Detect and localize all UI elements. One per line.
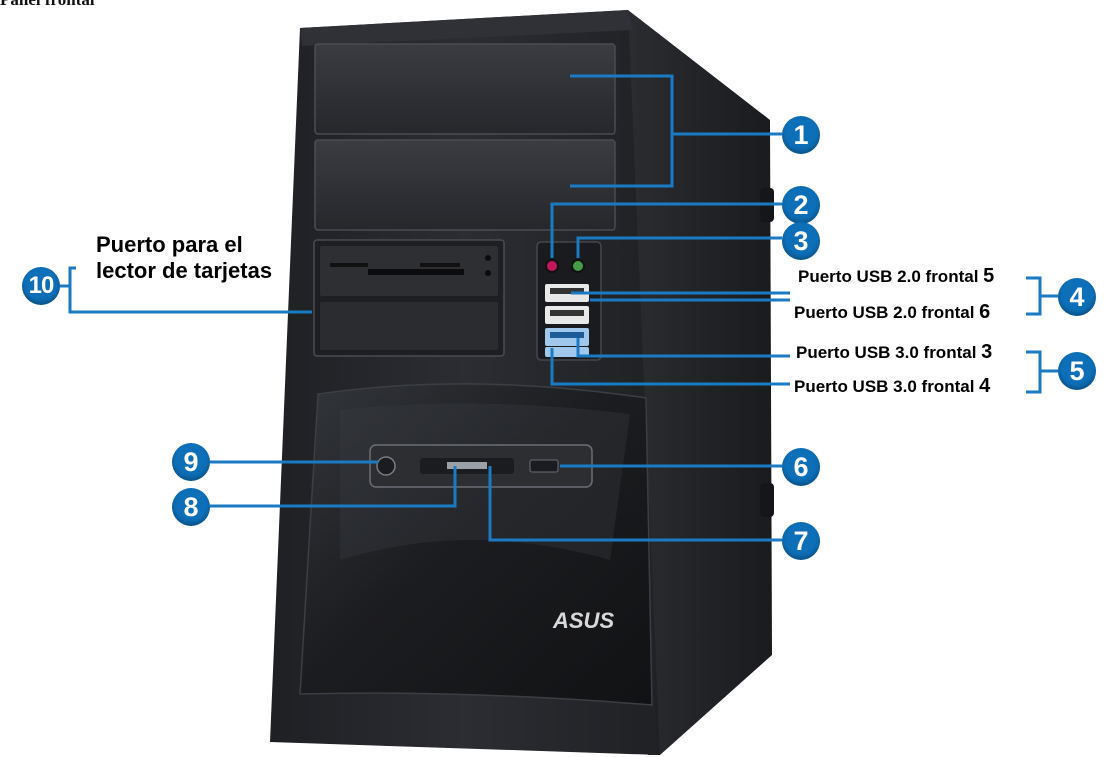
leader-10-top: [70, 268, 76, 286]
callout-9: 9: [172, 443, 210, 481]
usb-label-1: Puerto USB 2.0 frontal 5: [798, 266, 994, 287]
usb-label-2: Puerto USB 2.0 frontal 6: [794, 302, 990, 323]
card-reader-label-line-1: Puerto para el: [96, 232, 272, 258]
brand-logo: ASUS: [552, 608, 614, 633]
ms-slot: [420, 263, 460, 267]
mic-jack: [546, 260, 558, 272]
front-door: ASUS: [300, 384, 652, 705]
callout-7: 7: [782, 522, 820, 560]
callout-10: 10: [22, 267, 60, 305]
usb-label-3: Puerto USB 3.0 frontal 3: [796, 342, 992, 363]
sd-slot: [330, 263, 368, 267]
optical-bay-1: [315, 44, 615, 134]
callout-3: 3: [782, 222, 820, 260]
strip-usb-port: [447, 462, 487, 469]
leader-5-bracket: [1026, 352, 1040, 392]
callout-1: 1: [782, 116, 820, 154]
callout-5: 5: [1058, 352, 1096, 390]
leader-10: [60, 286, 312, 312]
usb-label-4: Puerto USB 3.0 frontal 4: [794, 376, 990, 397]
side-foot-bottom: [760, 483, 774, 517]
blank-bay: [320, 302, 498, 350]
card-reader-bay: [314, 240, 504, 356]
power-button: [377, 457, 395, 475]
card-reader-label-line-2: lector de tarjetas: [96, 258, 272, 284]
callout-8: 8: [172, 488, 210, 526]
card-reader-label: Puerto para el lector de tarjetas: [96, 232, 272, 284]
reader-led-1: [485, 255, 491, 261]
reader-led-2: [485, 270, 491, 276]
cf-slot: [368, 269, 464, 275]
callout-4: 4: [1058, 278, 1096, 316]
callout-2: 2: [782, 186, 820, 224]
reset-button: [530, 460, 558, 472]
callout-6: 6: [782, 448, 820, 486]
leader-4-bracket: [1026, 278, 1040, 314]
headphone-jack: [572, 260, 584, 272]
